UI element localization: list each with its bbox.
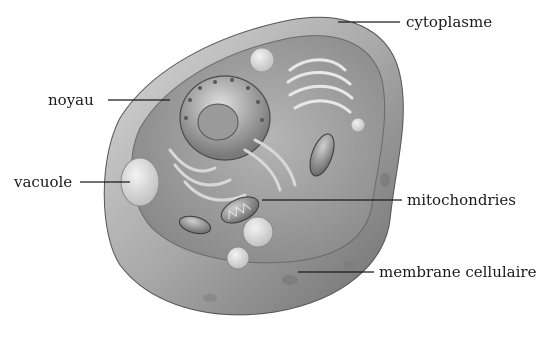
nucleus-label: noyau xyxy=(48,91,94,109)
vacuole-small-shape xyxy=(243,217,273,247)
vesicle xyxy=(250,48,274,72)
vacuole-label: vacuole xyxy=(13,173,72,191)
membrane-label: membrane cellulaire xyxy=(379,263,537,281)
cytoplasm-label: cytoplasme xyxy=(406,13,492,31)
vacuole-small-shape xyxy=(227,247,249,269)
membrane-pore xyxy=(380,173,390,187)
vesicle xyxy=(351,118,365,132)
mitochondria-label: mitochondries xyxy=(407,191,516,209)
membrane-pore xyxy=(203,294,217,302)
nucleolus-shape xyxy=(198,104,238,140)
membrane-pore xyxy=(282,275,298,285)
membrane-pore xyxy=(344,261,356,269)
